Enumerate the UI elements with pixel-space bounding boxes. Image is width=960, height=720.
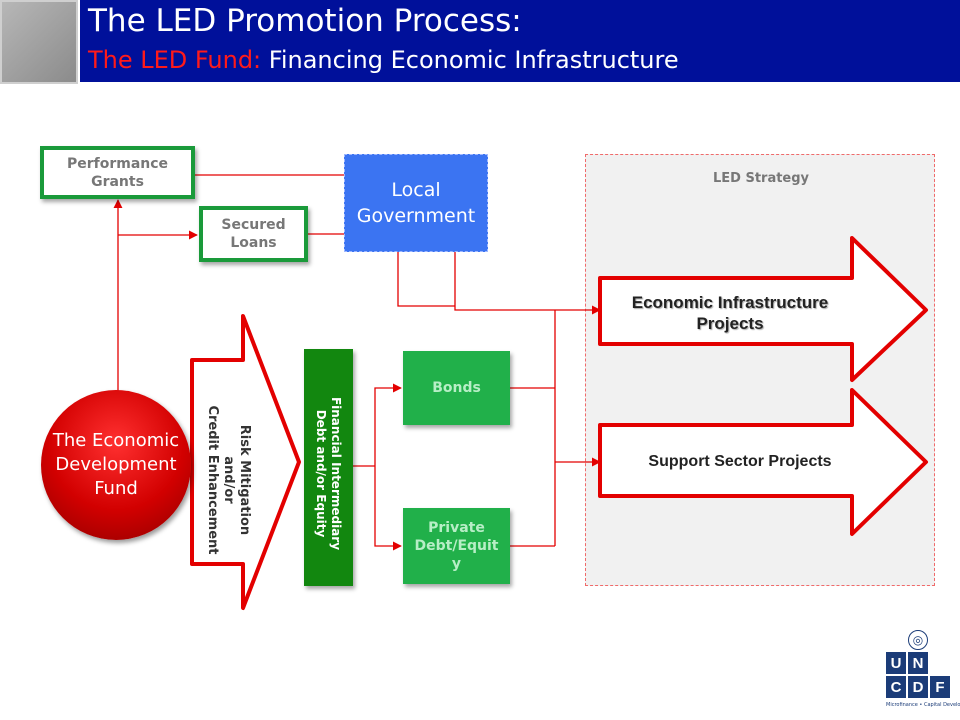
subtitle-rest: Financing Economic Infrastructure bbox=[261, 46, 679, 74]
subtitle-highlight: The LED Fund: bbox=[88, 46, 262, 74]
risk-line-2: and/or bbox=[221, 456, 236, 504]
support-sector-projects-label: Support Sector Projects bbox=[648, 453, 832, 470]
logo-letters: U N C D F bbox=[886, 652, 950, 698]
uncdf-logo: ◎ U N C D F Microfinance • Capital Devel… bbox=[886, 630, 960, 710]
risk-line-3: Credit Enhancement bbox=[205, 405, 220, 555]
financial-intermediary-box bbox=[304, 349, 353, 586]
logo-letter: U bbox=[886, 652, 906, 674]
private-debt-equity-box: Private Debt/Equit y bbox=[403, 508, 510, 584]
logo-tagline: Microfinance • Capital Development bbox=[886, 702, 960, 708]
page-title: The LED Promotion Process: bbox=[88, 3, 522, 39]
header: The LED Promotion Process: The LED Fund:… bbox=[0, 0, 960, 86]
bonds-box: Bonds bbox=[403, 351, 510, 425]
led-strategy-panel: LED Strategy bbox=[585, 154, 935, 586]
connector-to-bonds bbox=[374, 383, 402, 466]
ssp-arrow bbox=[598, 388, 928, 536]
risk-mitigation-arrow bbox=[190, 314, 301, 610]
economic-development-fund: The Economic Development Fund bbox=[41, 390, 191, 540]
un-globe-icon: ◎ bbox=[908, 630, 928, 650]
secured-loans-box: Secured Loans bbox=[199, 206, 308, 262]
risk-mitigation-label: Risk Mitigation and/or Credit Enhancemen… bbox=[198, 380, 258, 580]
connector-to-private bbox=[374, 466, 402, 551]
local-government-box: Local Government bbox=[344, 154, 488, 252]
connector-gov-to-eip bbox=[454, 252, 601, 315]
logo-letter: D bbox=[908, 676, 928, 698]
header-square bbox=[0, 0, 78, 84]
title-bar bbox=[80, 0, 960, 82]
intermediary-line-2: Debt and/or Equity bbox=[314, 409, 329, 538]
connector-gov-left-down bbox=[397, 252, 455, 307]
financial-intermediary-label: Financial Intermediary Debt and/or Equit… bbox=[304, 355, 353, 592]
economic-infrastructure-projects-label: Economic Infrastructure Projects bbox=[631, 293, 829, 333]
risk-line-1: Risk Mitigation bbox=[237, 424, 252, 536]
eip-arrow bbox=[598, 236, 928, 382]
intermediary-line-1: Financial Intermediary bbox=[329, 396, 344, 551]
page-subtitle: The LED Fund: Financing Economic Infrast… bbox=[88, 44, 679, 76]
logo-blank bbox=[930, 652, 950, 674]
logo-letter: F bbox=[930, 676, 950, 698]
performance-grants-box: Performance Grants bbox=[40, 146, 195, 199]
led-strategy-label: LED Strategy bbox=[712, 171, 810, 186]
logo-letter: N bbox=[908, 652, 928, 674]
logo-letter: C bbox=[886, 676, 906, 698]
